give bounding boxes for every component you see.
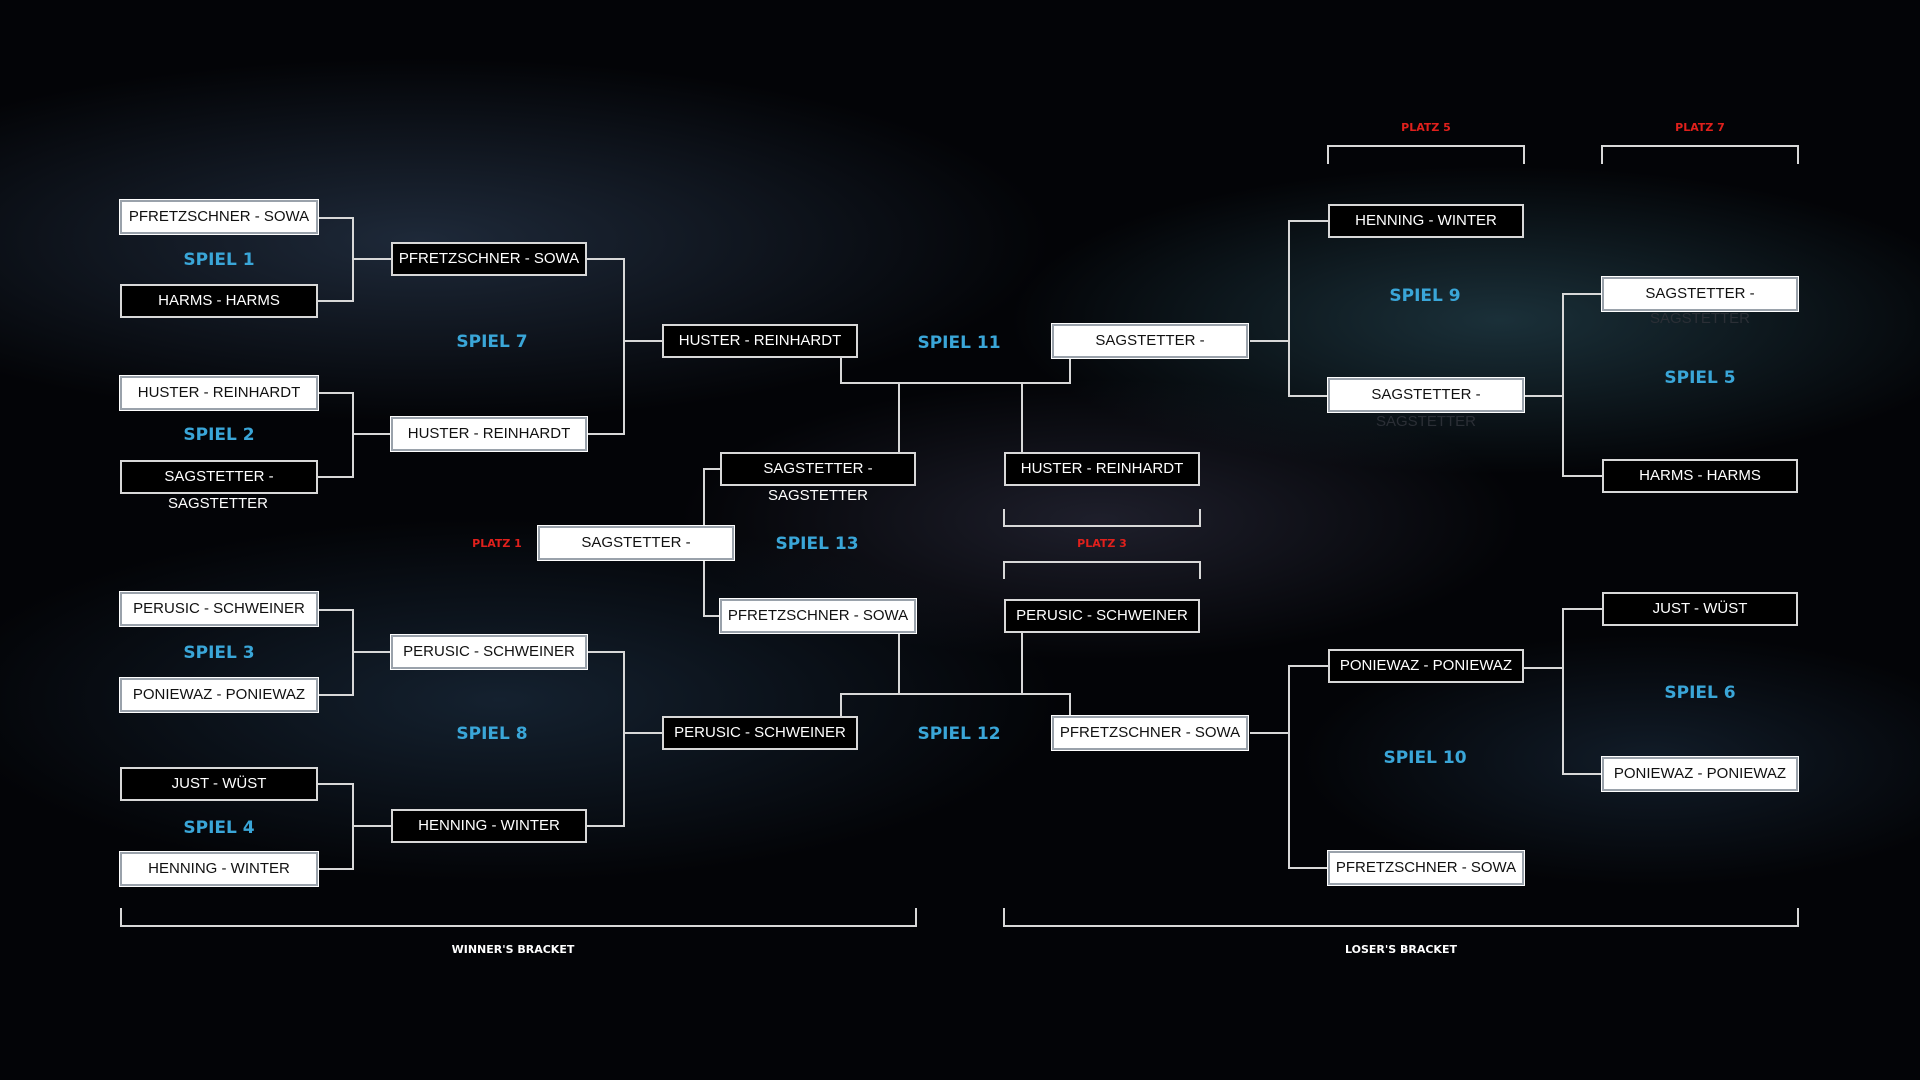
match-box-spiel12-left: PERUSIC - SCHWEINER — [662, 716, 858, 750]
spiel-label-6: SPIEL 6 — [1664, 683, 1736, 703]
spiel-label-5: SPIEL 5 — [1664, 368, 1736, 388]
match-box-spiel7-bottom: HUSTER - REINHARDT — [391, 417, 587, 451]
platz-label-1: PLATZ 1 — [472, 537, 522, 550]
match-box-spiel10-bottom: PFRETZSCHNER - SOWA — [1328, 851, 1524, 885]
winner-box-platz1: SAGSTETTER - — [538, 526, 734, 560]
match-box-spiel8-bottom: HENNING - WINTER — [391, 809, 587, 843]
match-box-spiel2-top: HUSTER - REINHARDT — [120, 376, 318, 410]
spiel-label-4: SPIEL 4 — [183, 818, 255, 838]
match-box-spiel9-bottom: SAGSTETTER - — [1328, 378, 1524, 412]
platz-label-3: PLATZ 3 — [1077, 537, 1127, 550]
match-box-spiel11-loser: HUSTER - REINHARDT — [1004, 452, 1200, 486]
match-box-spiel2-bottom-subtext: SAGSTETTER — [167, 495, 268, 512]
losers-bracket-label: LOSER'S BRACKET — [1345, 943, 1457, 956]
match-box-spiel11-right: SAGSTETTER - — [1052, 324, 1248, 358]
match-box-spiel13-top-subtext: SAGSTETTER — [767, 487, 868, 504]
spiel-label-10: SPIEL 10 — [1383, 748, 1467, 768]
match-box-spiel6-bottom: PONIEWAZ - PONIEWAZ — [1602, 757, 1798, 791]
match-box-spiel1-bottom: HARMS - HARMS — [120, 284, 318, 318]
match-box-spiel3-bottom: PONIEWAZ - PONIEWAZ — [120, 678, 318, 712]
match-box-spiel3-top: PERUSIC - SCHWEINER — [120, 592, 318, 626]
match-box-spiel12-right: PFRETZSCHNER - SOWA — [1052, 716, 1248, 750]
match-box-spiel13-bottom: PFRETZSCHNER - SOWA — [720, 599, 916, 633]
match-box-spiel9-top: HENNING - WINTER — [1328, 204, 1524, 238]
spiel-label-7: SPIEL 7 — [456, 332, 528, 352]
spiel-label-11: SPIEL 11 — [917, 333, 1001, 353]
spiel-label-2: SPIEL 2 — [183, 425, 255, 445]
match-box-spiel8-top: PERUSIC - SCHWEINER — [391, 635, 587, 669]
match-box-spiel9-bottom-subtext: SAGSTETTER — [1375, 413, 1476, 430]
platz-label-7: PLATZ 7 — [1675, 121, 1725, 134]
match-box-spiel12-loser: PERUSIC - SCHWEINER — [1004, 599, 1200, 633]
match-box-spiel5-top-subtext: SAGSTETTER — [1649, 310, 1750, 327]
match-box-spiel6-top: JUST - WÜST — [1602, 592, 1798, 626]
match-box-spiel7-top: PFRETZSCHNER - SOWA — [391, 242, 587, 276]
match-box-spiel4-bottom: HENNING - WINTER — [120, 852, 318, 886]
match-box-spiel1-top: PFRETZSCHNER - SOWA — [120, 200, 318, 234]
spiel-label-3: SPIEL 3 — [183, 643, 255, 663]
match-box-spiel13-top: SAGSTETTER - — [720, 452, 916, 486]
spiel-label-1: SPIEL 1 — [183, 250, 255, 270]
match-box-spiel5-top: SAGSTETTER - — [1602, 277, 1798, 311]
match-box-spiel2-bottom: SAGSTETTER - — [120, 460, 318, 494]
spiel-label-13: SPIEL 13 — [775, 534, 859, 554]
spiel-label-12: SPIEL 12 — [917, 724, 1001, 744]
match-box-spiel5-bottom: HARMS - HARMS — [1602, 459, 1798, 493]
winners-bracket-label: WINNER'S BRACKET — [451, 943, 575, 956]
match-box-spiel4-top: JUST - WÜST — [120, 767, 318, 801]
match-box-spiel10-top: PONIEWAZ - PONIEWAZ — [1328, 649, 1524, 683]
spiel-label-8: SPIEL 8 — [456, 724, 528, 744]
platz-label-5: PLATZ 5 — [1401, 121, 1451, 134]
spiel-label-9: SPIEL 9 — [1389, 286, 1461, 306]
match-box-spiel11-left: HUSTER - REINHARDT — [662, 324, 858, 358]
